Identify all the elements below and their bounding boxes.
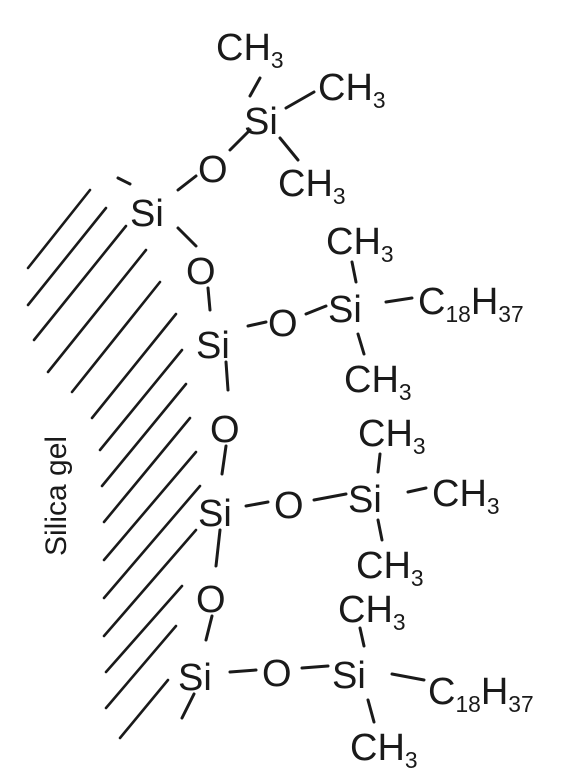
methyl-group: CH3 <box>432 473 500 519</box>
octadecyl-group: C18H37 <box>418 281 524 327</box>
silicon-atom: Si <box>196 325 230 367</box>
oxygen-atom: O <box>262 653 292 695</box>
methyl-group: CH3 <box>356 545 424 591</box>
silicon-atom: Si <box>178 657 212 699</box>
bonds <box>116 76 428 724</box>
methyl-group: CH3 <box>358 413 426 459</box>
oxygen-atom: O <box>268 303 298 345</box>
methyl-group: CH3 <box>350 727 418 773</box>
methyl-group: CH3 <box>278 163 346 209</box>
silicon-atom: Si <box>198 493 232 535</box>
methyl-group: CH3 <box>326 221 394 267</box>
silicon-atom: Si <box>348 479 382 521</box>
silica-surface-hatching <box>26 188 202 740</box>
silicon-atom: Si <box>244 101 278 143</box>
oxygen-atom: O <box>196 579 226 621</box>
silicon-atom: Si <box>332 655 366 697</box>
silica-gel-label: Silica gel <box>40 436 73 556</box>
silicon-atom: Si <box>130 193 164 235</box>
methyl-group: CH3 <box>318 67 386 113</box>
methyl-group: CH3 <box>216 27 284 73</box>
oxygen-atom: O <box>198 149 228 191</box>
oxygen-atom: O <box>210 409 240 451</box>
oxygen-atom: O <box>186 251 216 293</box>
methyl-group: CH3 <box>344 359 412 405</box>
octadecyl-group: C18H37 <box>428 671 534 717</box>
atom-labels: CH3 CH3 Si CH3 O Si O Si O Si O Si O CH3… <box>130 27 534 773</box>
silicon-atom: Si <box>328 289 362 331</box>
methyl-group: CH3 <box>338 589 406 635</box>
oxygen-atom: O <box>274 485 304 527</box>
